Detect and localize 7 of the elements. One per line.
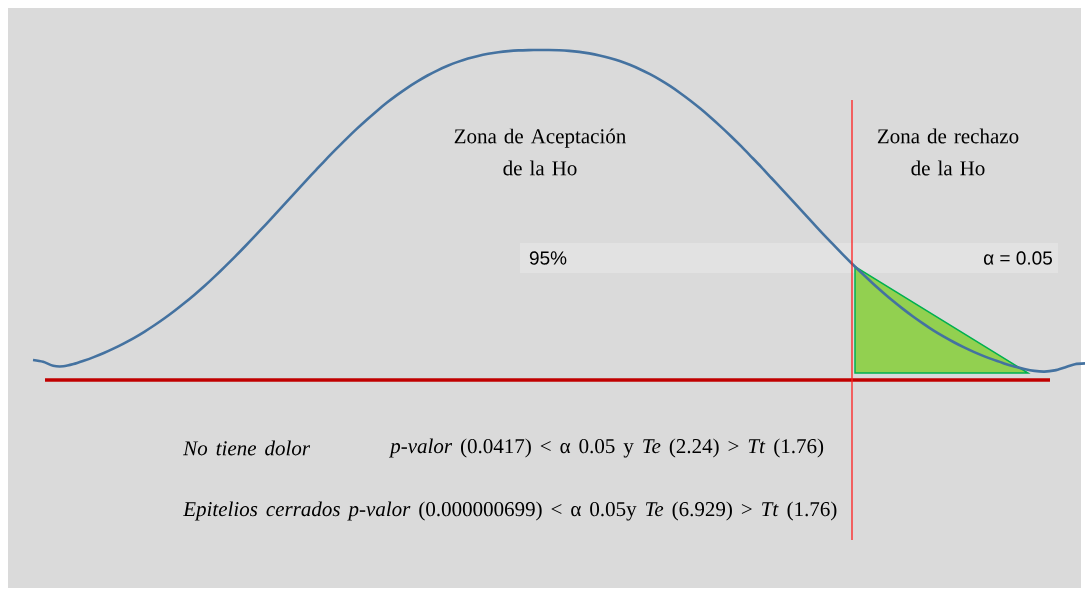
zone-label: Zona de Aceptación de la Ho — [454, 128, 626, 176]
result-text: Epitelios cerrados p-valor (0.000000699) < α 0.05y Te (6.929) > Tt (1.76) — [182, 501, 837, 521]
result-text: p-valor (0.0417) < α 0.05 y Te (2.24) > Tt (1.76) — [389, 438, 824, 458]
alpha-label: α = 0.05 — [984, 251, 1052, 265]
zone-label: Zona de rechazo de la Ho — [877, 128, 1019, 176]
result-text: No tiene dolor — [183, 440, 311, 456]
percent-label: 95% — [529, 251, 567, 265]
